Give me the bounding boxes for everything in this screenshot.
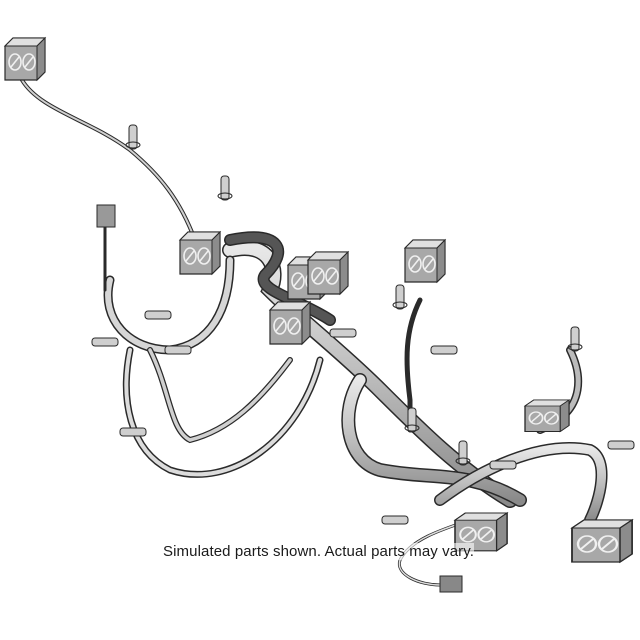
wire-bundles: [20, 78, 608, 587]
connector-blocks: [4, 37, 634, 593]
disclaimer-caption: Simulated parts shown. Actual parts may …: [163, 543, 475, 560]
